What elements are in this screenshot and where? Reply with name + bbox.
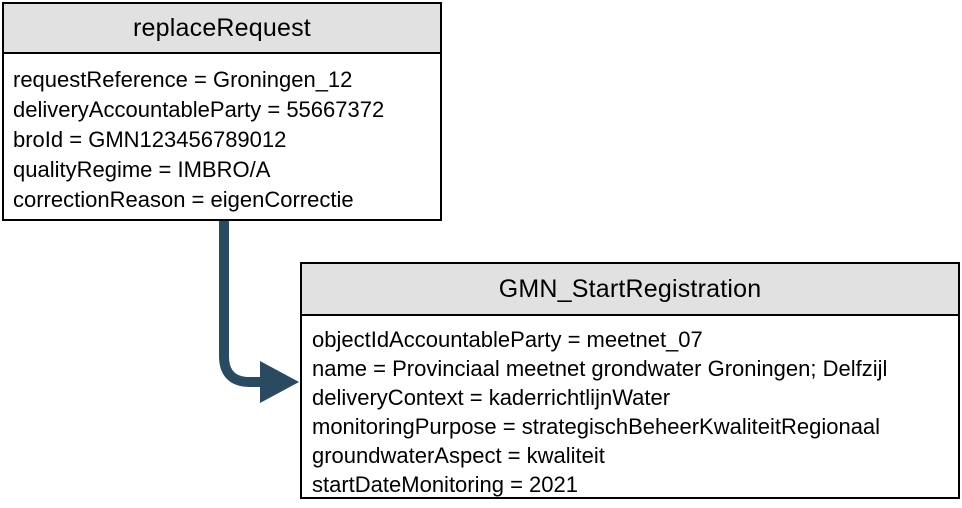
field-quality-regime: qualityRegime = IMBRO/A: [13, 157, 271, 182]
connector-elbow-line: [219, 220, 261, 387]
field-monitoring-purpose: monitoringPurpose = strategischBeheerKwa…: [312, 414, 881, 439]
field-groundwater-aspect: groundwaterAspect = kwaliteit: [312, 443, 605, 468]
field-delivery-accountable-party: deliveryAccountableParty = 55667372: [13, 97, 385, 122]
node-replace-request: replaceRequest requestReference = Gronin…: [2, 2, 442, 221]
node-fields-replace-request: requestReference = Groningen_12 delivery…: [4, 54, 440, 215]
node-title-replace-request: replaceRequest: [4, 4, 440, 54]
field-bro-id: broId = GMN123456789012: [13, 127, 287, 152]
node-gmn-start-registration: GMN_StartRegistration objectIdAccountabl…: [300, 262, 960, 499]
node-fields-gmn-start-registration: objectIdAccountableParty = meetnet_07 na…: [302, 316, 958, 499]
arrowhead-icon: [260, 361, 299, 403]
field-request-reference: requestReference = Groningen_12: [13, 67, 353, 92]
node-title-gmn-start-registration: GMN_StartRegistration: [302, 264, 958, 316]
field-name: name = Provinciaal meetnet grondwater Gr…: [312, 356, 888, 381]
field-object-id-accountable-party: objectIdAccountableParty = meetnet_07: [312, 327, 703, 352]
field-delivery-context: deliveryContext = kaderrichtlijnWater: [312, 385, 671, 410]
field-start-date-monitoring: startDateMonitoring = 2021: [312, 472, 578, 497]
field-correction-reason: correctionReason = eigenCorrectie: [13, 187, 354, 212]
